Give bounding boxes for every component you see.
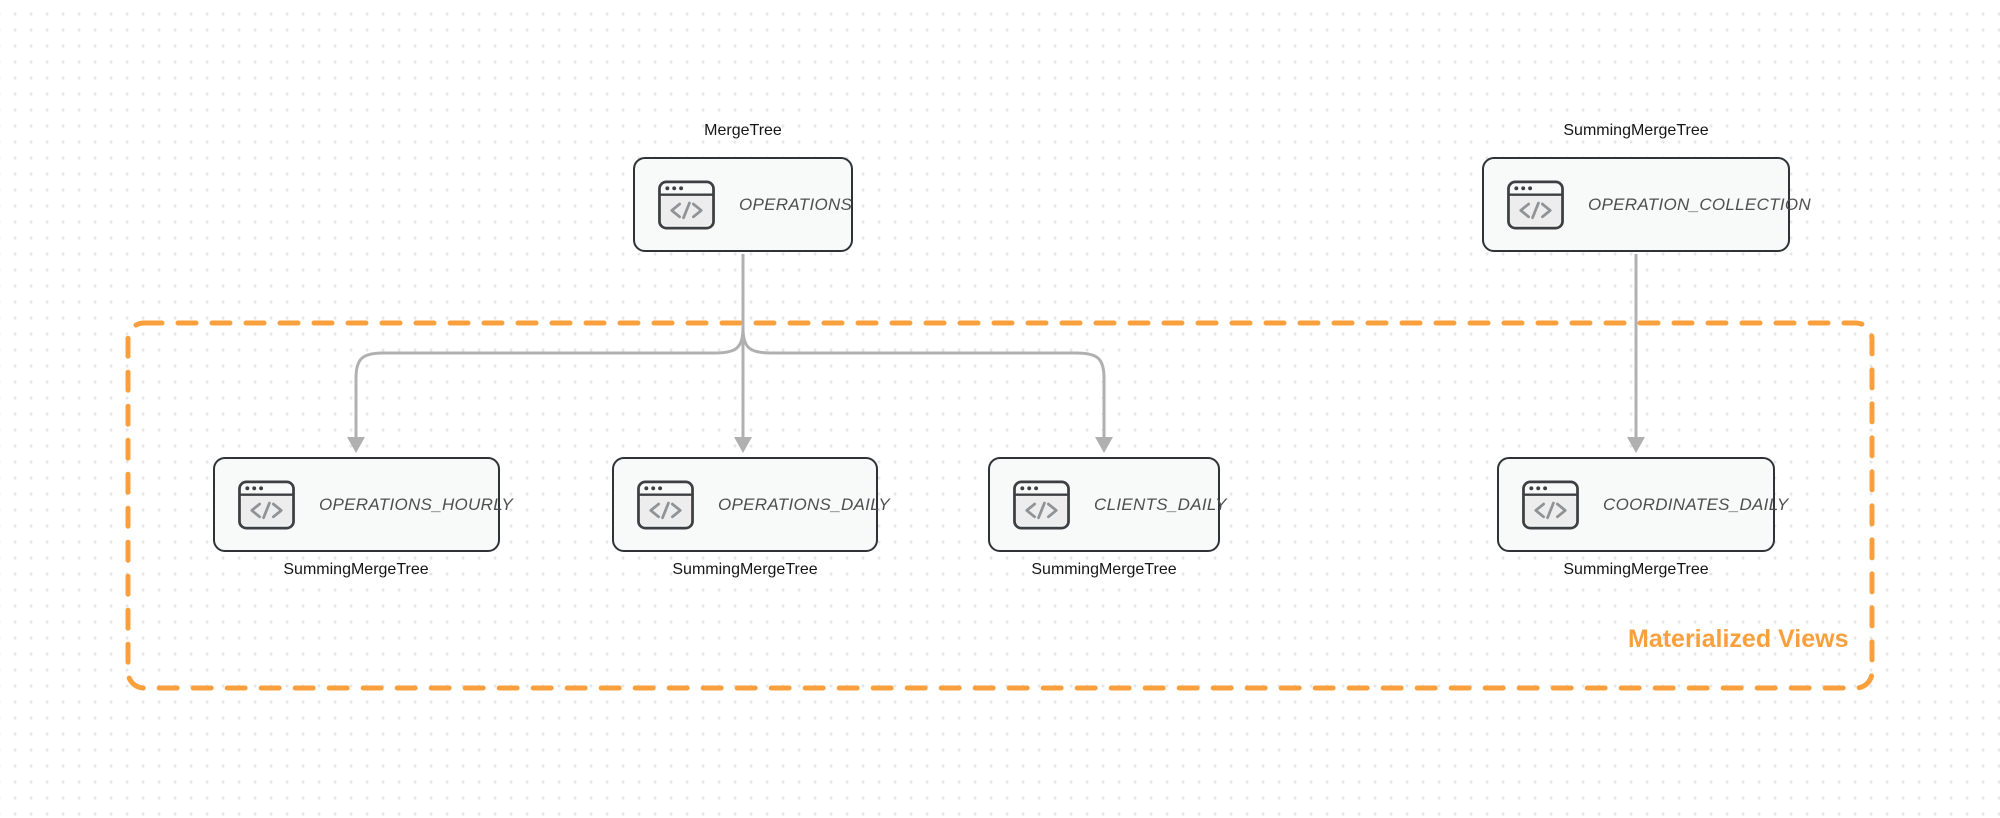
- engine-label-operations-daily: SummingMergeTree: [672, 561, 818, 578]
- arrow-operations-to-clients-daily: [741, 327, 1106, 439]
- node-table-label: COORDINATES_DAILY: [1603, 494, 1789, 514]
- node-operations-daily: OPERATIONS_DAILY: [612, 457, 890, 552]
- engine-label-operations: MergeTree: [704, 122, 782, 139]
- node-clients-daily: CLIENTS_DAILY: [988, 457, 1226, 552]
- code-window-icon: [1522, 480, 1579, 529]
- node-table-label: OPERATION_COLLECTION: [1588, 194, 1811, 214]
- arrowhead-icon: [1095, 437, 1113, 453]
- code-window-icon: [238, 480, 295, 529]
- engine-label-operation-collection: SummingMergeTree: [1563, 122, 1709, 139]
- node-operations: OPERATIONS: [633, 157, 853, 252]
- arrowhead-icon: [1627, 437, 1645, 453]
- materialized-views-group-border: [125, 320, 1875, 691]
- node-table-label: OPERATIONS_HOURLY: [319, 494, 514, 514]
- engine-label-coordinates-daily: SummingMergeTree: [1563, 561, 1709, 578]
- node-table-label: OPERATIONS_DAILY: [718, 494, 891, 514]
- code-window-icon: [1507, 180, 1564, 229]
- node-table-label: OPERATIONS: [739, 194, 853, 214]
- node-operations-hourly: OPERATIONS_HOURLY: [213, 457, 513, 552]
- arrowhead-icon: [347, 437, 365, 453]
- node-table-label: CLIENTS_DAILY: [1094, 494, 1227, 514]
- engine-label-clients-daily: SummingMergeTree: [1031, 561, 1177, 578]
- code-window-icon: [658, 180, 715, 229]
- node-operation-collection: OPERATION_COLLECTION: [1482, 157, 1811, 252]
- arrow-operations-to-operations-hourly: [354, 327, 745, 439]
- materialized-views-label: Materialized Views: [1628, 625, 1849, 653]
- code-window-icon: [1013, 480, 1070, 529]
- engine-label-operations-hourly: SummingMergeTree: [283, 561, 429, 578]
- node-coordinates-daily: COORDINATES_DAILY: [1497, 457, 1788, 552]
- arrowhead-icon: [734, 437, 752, 453]
- code-window-icon: [637, 480, 694, 529]
